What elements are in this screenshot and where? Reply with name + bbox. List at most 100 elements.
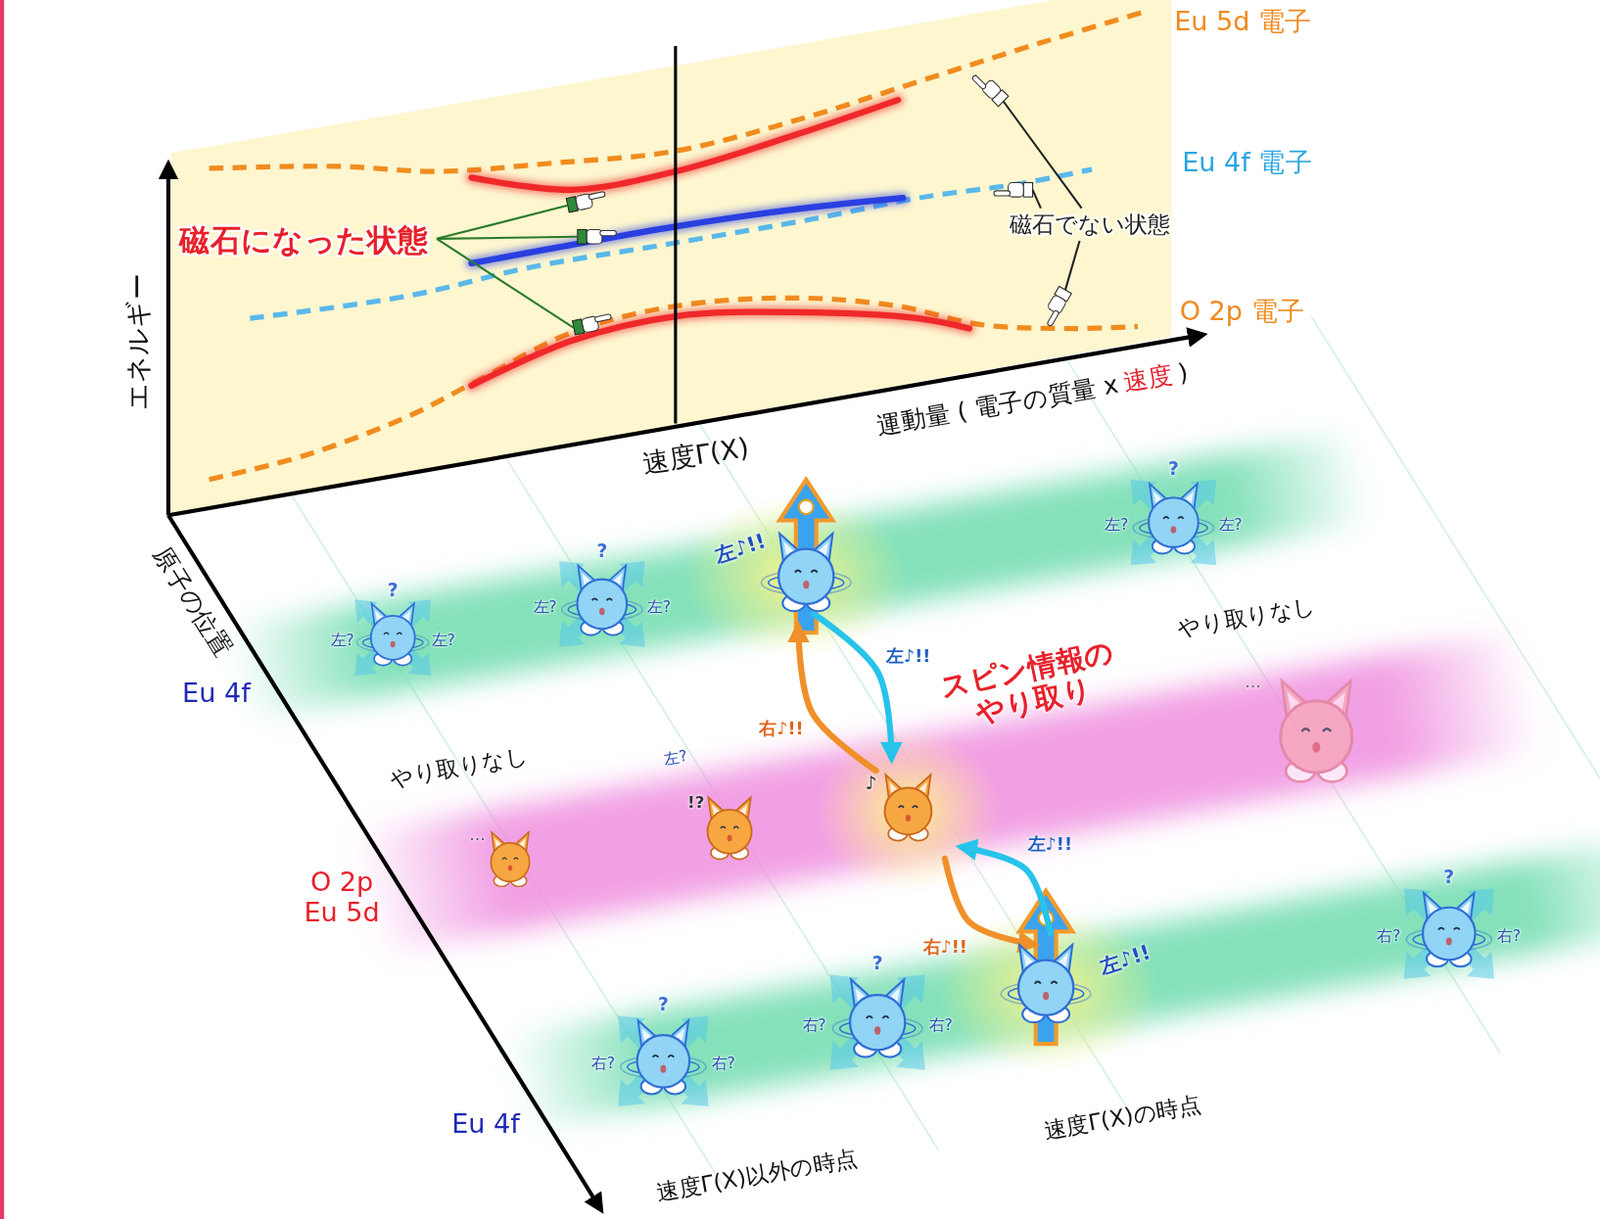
text-label: 速度Γ(X)の時点 bbox=[1041, 1090, 1203, 1144]
label-holder: 磁石になった状態 bbox=[179, 223, 428, 259]
illustration-path bbox=[383, 632, 402, 635]
glow bbox=[816, 729, 1001, 894]
text-label: … bbox=[469, 825, 486, 845]
illustration-ellipse bbox=[599, 608, 606, 616]
axis-line bbox=[168, 336, 1192, 516]
blue-character bbox=[606, 1003, 722, 1120]
illustration-ellipse bbox=[390, 641, 396, 649]
label-holder: … bbox=[469, 824, 486, 845]
illustration-circle bbox=[637, 1035, 690, 1087]
text-label: ? bbox=[1443, 866, 1455, 889]
character-node: ♪ bbox=[865, 770, 952, 848]
energy-panel bbox=[171, 0, 1172, 516]
text-label: 速度Γ(X) bbox=[640, 432, 752, 480]
illustration-ellipse bbox=[1446, 937, 1453, 945]
illustration-ellipse bbox=[1042, 991, 1049, 1000]
pointing-hand bbox=[993, 183, 1034, 198]
label-holder: エネルギー bbox=[123, 273, 154, 411]
illustration-path bbox=[1301, 728, 1331, 732]
text-label: 左? bbox=[533, 598, 558, 616]
leader-line bbox=[436, 236, 578, 239]
illustration-circle bbox=[885, 788, 933, 836]
text-label: 右? bbox=[1376, 928, 1401, 946]
blue-character bbox=[760, 533, 851, 612]
orange-character bbox=[490, 832, 529, 887]
band-curve-glow bbox=[470, 312, 970, 386]
illustration-path bbox=[1163, 517, 1184, 519]
text-label: 左? bbox=[431, 631, 456, 650]
text-label: 右? bbox=[929, 1016, 953, 1035]
label-holder: 右? bbox=[802, 1014, 827, 1035]
label-holder: 右? bbox=[1497, 926, 1521, 946]
character-speech: 左♪!! bbox=[1096, 940, 1154, 979]
edge-label: 右♪!! bbox=[758, 718, 803, 739]
character-node: 左♪!! bbox=[1004, 943, 1174, 1026]
edge-label: 左♪!! bbox=[1028, 834, 1073, 854]
label-holder: 左? bbox=[1104, 515, 1129, 535]
label-holder: Eu 5d 電子 bbox=[1174, 6, 1312, 38]
illustration-ellipse bbox=[905, 814, 911, 822]
illustration-rect bbox=[981, 79, 1002, 100]
spin-exchange-arrow bbox=[798, 626, 876, 771]
label-holder: 磁石でない状態 bbox=[1009, 211, 1171, 237]
label-holder: 左? bbox=[1219, 515, 1243, 535]
pointing-hand bbox=[577, 229, 617, 244]
label-holder: ? bbox=[596, 540, 608, 563]
label-holder: ? bbox=[1168, 458, 1179, 480]
text-label: 左? bbox=[647, 598, 671, 616]
text-label: Eu 4f bbox=[182, 678, 251, 709]
illustration-ellipse bbox=[1312, 742, 1320, 753]
label-holder: 原子の位置 bbox=[146, 542, 236, 662]
spin-exchange-arrow bbox=[944, 858, 1035, 945]
text-label: やり取りなし bbox=[387, 742, 530, 793]
leader-line bbox=[1033, 189, 1041, 209]
page-edge-bar bbox=[0, 0, 4, 1219]
band-curve-glow bbox=[470, 197, 903, 264]
illustration-ellipse bbox=[802, 580, 809, 589]
label-holder: Eu 4f 電子 bbox=[1181, 147, 1312, 179]
illustration-ellipse bbox=[659, 1065, 666, 1074]
illustration-circle bbox=[849, 994, 905, 1050]
pointing-hand bbox=[572, 312, 614, 335]
orange-character bbox=[885, 774, 933, 841]
axis-line bbox=[168, 515, 596, 1200]
label-holder: 右? bbox=[1376, 926, 1401, 946]
blue-character bbox=[1119, 468, 1228, 577]
character-speech: 左♪!! bbox=[711, 529, 769, 568]
orbital-band bbox=[485, 840, 1600, 1127]
label-holder: 右? bbox=[929, 1014, 953, 1035]
illustration-path bbox=[502, 857, 518, 859]
pointing-hand bbox=[565, 189, 608, 213]
text-label: やり取りなし bbox=[1176, 592, 1318, 643]
text-label: 原子の位置 bbox=[146, 542, 236, 662]
band-curve-dashed bbox=[209, 297, 1138, 480]
pointing-hand bbox=[971, 68, 1009, 106]
label-holder: ? bbox=[387, 579, 399, 602]
text-label: ? bbox=[596, 540, 608, 563]
text-label: 左? bbox=[330, 631, 355, 650]
text-label: O 2p Eu 5d bbox=[290, 867, 393, 929]
illustration-path bbox=[592, 598, 613, 601]
label-holder: ? bbox=[658, 994, 669, 1017]
label-holder: 左? bbox=[431, 629, 456, 650]
leader-line bbox=[436, 205, 568, 239]
illustration-path bbox=[720, 826, 739, 829]
pink-character bbox=[1280, 680, 1353, 782]
edge-label-holder: 右♪!! bbox=[923, 937, 968, 957]
label-holder: 右? bbox=[711, 1053, 736, 1074]
text-label: !? bbox=[687, 793, 705, 812]
illustration-rect bbox=[594, 314, 612, 324]
text-label: 右? bbox=[711, 1055, 736, 1074]
text-label: エネルギー bbox=[123, 273, 154, 411]
illustration-path bbox=[795, 570, 818, 573]
text-label: Eu 4f bbox=[451, 1109, 520, 1140]
illustration-rect bbox=[1023, 183, 1033, 198]
edge-label: 左♪!! bbox=[886, 645, 931, 665]
edge-label: 右♪!! bbox=[923, 937, 968, 957]
label-holder: … bbox=[1244, 671, 1262, 692]
edge-label-holder: 左♪!! bbox=[1028, 834, 1073, 854]
character-node: 左♪!! bbox=[713, 532, 847, 614]
band-curve-glow bbox=[470, 99, 898, 190]
label-holder: 左? bbox=[533, 596, 558, 616]
